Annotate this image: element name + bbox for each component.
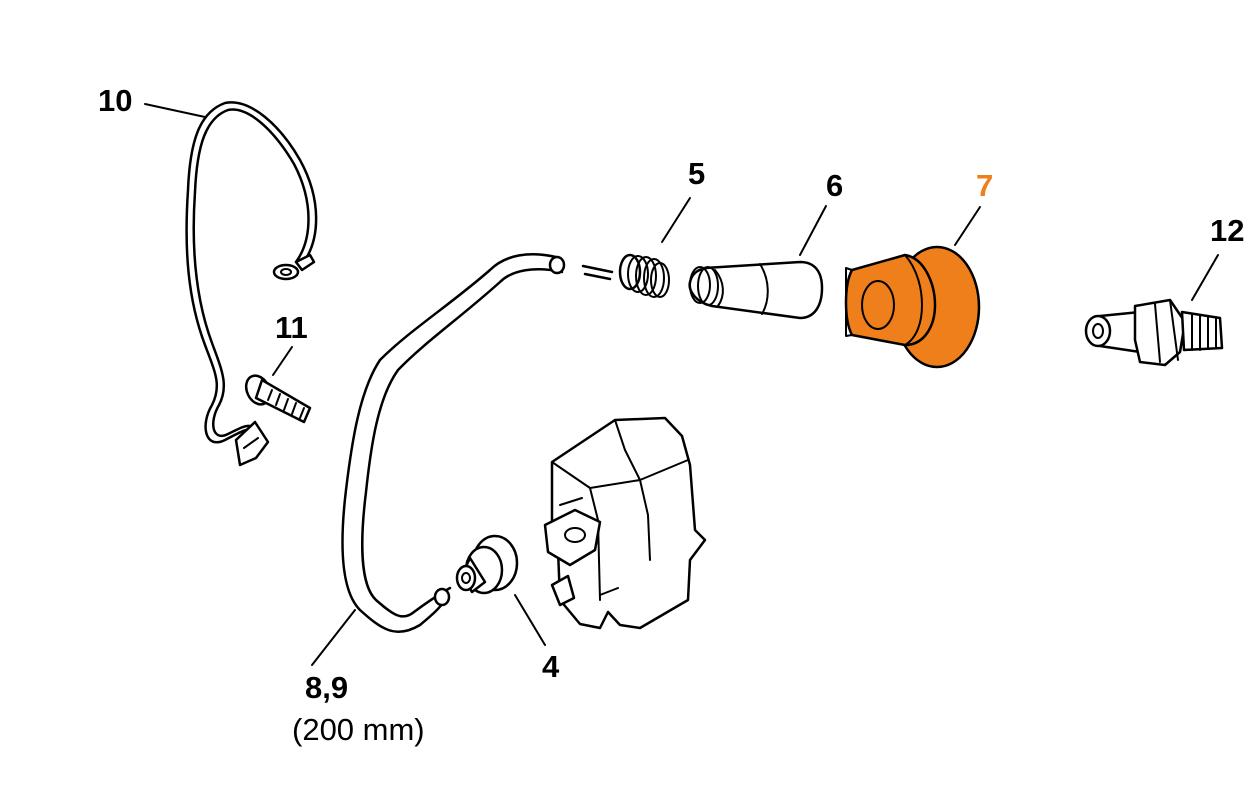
callout-8-9: 8,9 <box>305 670 349 705</box>
part-8-9-hose[interactable] <box>341 252 566 634</box>
part-10-ground-wire[interactable] <box>185 101 318 467</box>
callout-4: 4 <box>542 649 560 684</box>
leader-line-10 <box>144 103 206 118</box>
leader-line-7 <box>954 206 981 246</box>
callout-12: 12 <box>1210 213 1245 248</box>
callout-6: 6 <box>826 168 844 203</box>
part-5-spring[interactable] <box>581 253 670 298</box>
callout-7: 7 <box>976 168 994 203</box>
callout-8-9-note: (200 mm) <box>292 712 425 747</box>
callout-5: 5 <box>688 156 706 191</box>
leader-line-6 <box>799 205 827 256</box>
part-11-screw[interactable] <box>242 372 312 424</box>
leader-line-4 <box>514 594 546 646</box>
callout-11: 11 <box>275 310 308 345</box>
ignition-module <box>543 416 707 630</box>
leader-line-8-9 <box>311 609 356 666</box>
leader-line-12 <box>1191 254 1219 301</box>
callout-10: 10 <box>98 83 133 118</box>
part-7-cap[interactable] <box>844 245 981 369</box>
part-12-spark-plug[interactable] <box>1084 298 1224 367</box>
part-6-boot[interactable] <box>688 260 824 320</box>
part-4-grommet[interactable] <box>455 534 519 595</box>
leader-line-5 <box>661 197 691 243</box>
leader-line-11 <box>272 346 293 376</box>
